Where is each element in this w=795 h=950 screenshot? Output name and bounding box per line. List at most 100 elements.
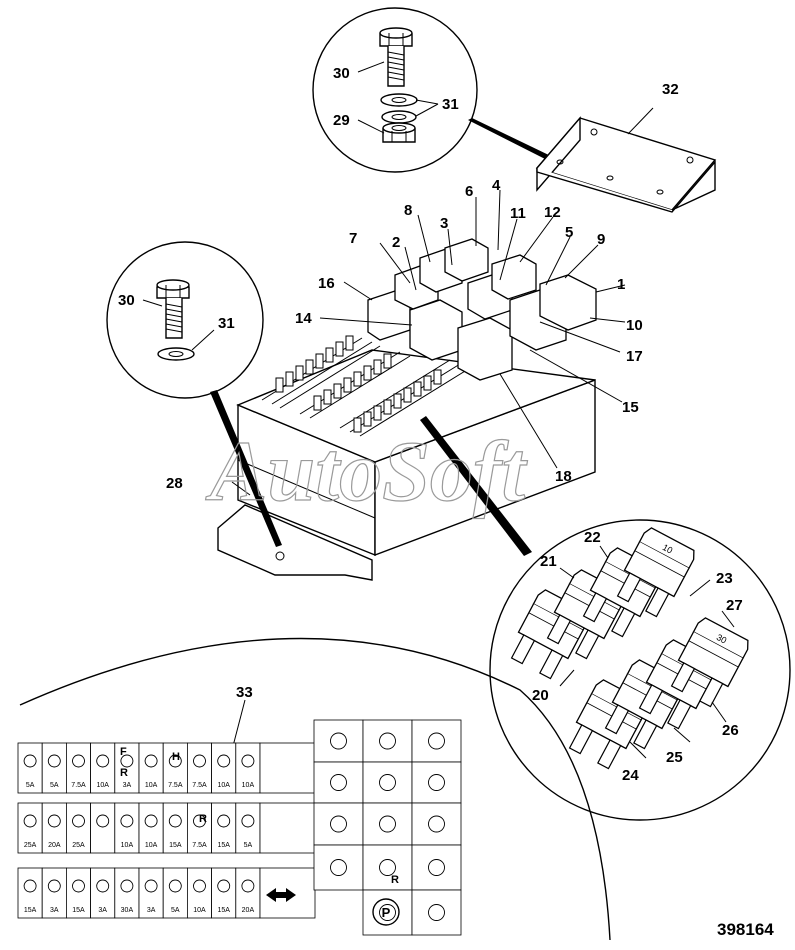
panel-cell: 5A — [41, 742, 67, 794]
callout-17: 17 — [626, 348, 643, 365]
callout-8: 8 — [404, 202, 412, 219]
letter-r: R — [120, 767, 128, 779]
fuse-amp-label: 25A — [24, 842, 37, 849]
panel-symbol-cell — [362, 889, 413, 936]
symbol-icon — [120, 814, 134, 828]
letter-r: R — [391, 874, 399, 886]
symbol-icon — [96, 879, 110, 893]
symbol-icon — [330, 859, 347, 876]
panel-cell: 20A — [41, 802, 67, 854]
symbol-icon — [23, 814, 37, 828]
symbol-icon — [23, 879, 37, 893]
panel-cell: 5A — [17, 742, 43, 794]
symbol-icon — [241, 879, 255, 893]
blade-fuse: 10 — [616, 527, 695, 618]
symbol-icon — [379, 732, 396, 750]
callout-24: 24 — [622, 767, 639, 784]
fuse-amp-label: 10A — [242, 782, 255, 789]
panel-symbol-cell — [411, 844, 462, 891]
fuse-amp-label: 5A — [26, 782, 35, 789]
panel-symbol-cell — [411, 802, 462, 846]
panel-cell — [90, 802, 116, 854]
panel-symbol-cell — [362, 719, 413, 763]
symbol-icon — [144, 879, 158, 893]
panel-cell: 15A — [17, 867, 43, 919]
fuse-rating-label: 10 — [661, 542, 675, 556]
callout-3: 3 — [440, 215, 448, 232]
panel-zoom-arc — [19, 637, 611, 941]
callout-30-left: 30 — [118, 292, 135, 309]
panel-symbol-cell — [411, 719, 462, 763]
panel-symbol-cell — [313, 761, 364, 804]
fuse-amp-label: 10A — [193, 907, 206, 914]
fuse-relay-box: 1 2 3 4 5 6 7 8 9 10 11 12 14 15 16 17 1… — [166, 177, 643, 581]
fuse-amp-label: 15A — [217, 907, 230, 914]
panel-cell: 20A — [235, 867, 261, 919]
symbol-icon — [144, 754, 158, 768]
callout-25: 25 — [666, 749, 683, 766]
fuse-amp-label: 15A — [169, 842, 182, 849]
panel-cell: 15A — [162, 802, 188, 854]
panel-cell: 7.5A — [186, 802, 212, 854]
pointer-fuses — [420, 416, 532, 556]
symbol-icon — [47, 814, 61, 828]
panel-symbol-cell — [411, 889, 462, 936]
blade-fuse: 30 — [670, 617, 749, 708]
panel-cell: 7.5A — [66, 742, 92, 794]
panel-large-cell — [259, 802, 316, 854]
panel-cell: 15A — [211, 802, 237, 854]
callout-27: 27 — [726, 597, 743, 614]
detail-circle-bolt-washer: 30 31 — [106, 241, 264, 399]
letter-f: F — [120, 746, 127, 758]
symbol-icon — [168, 879, 182, 893]
callout-11: 11 — [510, 205, 526, 222]
symbol-icon — [379, 859, 396, 876]
panel-cell: 3A — [90, 867, 116, 919]
symbol-icon — [428, 859, 445, 876]
fuse-amp-label: 7.5A — [192, 782, 207, 789]
callout-9: 9 — [597, 231, 605, 248]
symbol-icon — [72, 754, 85, 768]
callout-12: 12 — [544, 204, 561, 221]
fuse-amp-label: 3A — [50, 907, 59, 914]
panel-cell: 5A — [162, 867, 188, 919]
panel-cell: 5A — [235, 802, 261, 854]
callout-5: 5 — [565, 224, 573, 241]
letter-r: R — [199, 813, 207, 825]
symbol-icon — [23, 754, 37, 768]
panel-cell: 10A — [235, 742, 261, 794]
panel-cell: 10A — [114, 802, 140, 854]
symbol-icon — [428, 904, 445, 921]
panel-cell: 3A — [138, 867, 164, 919]
callout-14: 14 — [295, 310, 312, 327]
fuse-amp-label: 30A — [121, 907, 134, 914]
fuse-rating-label: 30 — [715, 632, 729, 646]
symbol-icon — [428, 815, 445, 833]
symbol-icon — [120, 879, 134, 893]
fuse-amp-label: 5A — [50, 782, 59, 789]
fuse-amp-label: 7.5A — [192, 842, 207, 849]
fuse-slots — [275, 335, 442, 433]
fuse-amp-label: 20A — [242, 907, 255, 914]
panel-cell: 7.5A — [186, 742, 212, 794]
fuse-amp-label: 10A — [96, 782, 109, 789]
panel-cell: 10A — [138, 802, 164, 854]
panel-cell: 10A — [90, 742, 116, 794]
fuse-amp-label: 3A — [98, 907, 107, 914]
callout-31: 31 — [442, 96, 459, 113]
detail-circle-bolt-nut: 30 31 29 — [312, 7, 478, 173]
fuse-amp-label: 15A — [72, 907, 85, 914]
callout-6: 6 — [465, 183, 473, 200]
symbol-icon — [428, 732, 445, 750]
parking-letter: P — [382, 905, 391, 920]
callout-1: 1 — [617, 276, 625, 293]
panel-cell: 10A — [211, 742, 237, 794]
callout-7: 7 — [349, 230, 357, 247]
callout-18: 18 — [555, 468, 572, 485]
detail-circle-fuses: 357.51015202530 21 22 23 27 20 24 25 26 — [489, 519, 791, 821]
callout-15: 15 — [622, 399, 639, 416]
figure-number: 398164 — [717, 920, 774, 939]
fuse-amp-label: 15A — [217, 842, 230, 849]
panel-symbol-cell — [362, 844, 413, 891]
